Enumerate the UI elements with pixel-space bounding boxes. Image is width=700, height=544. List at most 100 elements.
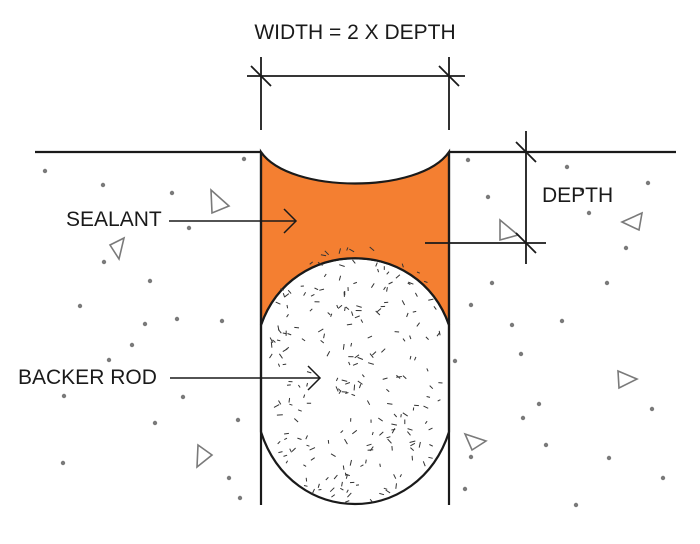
aggregate-dot <box>564 164 570 170</box>
foam-speck <box>412 310 417 313</box>
foam-speck <box>301 338 306 342</box>
foam-speck <box>402 375 407 380</box>
aggregate-dot <box>543 442 549 448</box>
aggregate-dot <box>235 417 241 423</box>
foam-speck <box>270 341 273 348</box>
depth-tick-bottom <box>515 232 537 254</box>
foam-speck <box>269 353 273 359</box>
foam-speck <box>372 351 377 356</box>
foam-speck <box>317 261 323 266</box>
aggregate-stone <box>108 236 126 262</box>
foam-speck <box>306 371 312 374</box>
foam-speck <box>379 463 381 467</box>
foam-speck <box>388 281 393 285</box>
foam-speck <box>277 363 281 367</box>
aggregate-dot <box>518 351 524 357</box>
foam-speck <box>342 343 345 350</box>
foam-speck <box>309 308 313 312</box>
foam-speck <box>345 473 350 477</box>
foam-speck <box>386 271 390 275</box>
foam-speck <box>361 374 365 378</box>
foam-speck <box>402 412 408 417</box>
foam-speck <box>353 281 358 285</box>
foam-speck <box>376 308 382 313</box>
foam-speck <box>354 354 360 359</box>
foam-speck <box>428 298 434 301</box>
aggregate-stone <box>463 432 488 452</box>
foam-speck <box>366 400 371 406</box>
foam-speck <box>426 396 431 398</box>
foam-speck <box>291 447 296 452</box>
aggregate-dot <box>649 406 655 412</box>
foam-speck <box>349 459 352 466</box>
foam-speck <box>426 368 429 372</box>
foam-speck <box>402 338 406 342</box>
aggregate-dot <box>606 455 612 461</box>
foam-speck <box>335 386 339 392</box>
foam-speck <box>385 489 391 494</box>
foam-speck <box>286 304 289 309</box>
foam-speck <box>303 292 307 296</box>
foam-speck <box>330 453 336 458</box>
foam-speck <box>357 356 364 360</box>
foam-speck <box>428 456 433 459</box>
foam-speck <box>297 409 302 412</box>
width-tick-left <box>250 65 272 87</box>
foam-speck <box>344 306 346 311</box>
foam-speck <box>303 394 306 398</box>
foam-speck <box>386 436 391 439</box>
foam-speck <box>386 388 390 393</box>
foam-speck <box>317 328 324 333</box>
aggregate-dot <box>61 393 67 399</box>
backer-rod-label: BACKER ROD <box>18 366 157 389</box>
foam-speck <box>418 441 421 448</box>
foam-speck <box>310 293 315 297</box>
foam-speck <box>365 459 367 464</box>
foam-speck <box>407 431 411 436</box>
foam-speck <box>293 418 299 423</box>
aggregate-stone <box>196 443 214 469</box>
aggregate-dot <box>573 502 579 508</box>
foam-speck <box>320 254 327 257</box>
foam-speck <box>375 262 378 267</box>
aggregate-dot <box>509 322 515 328</box>
foam-speck <box>382 377 388 380</box>
foam-speck <box>275 301 281 305</box>
foam-speck <box>330 313 333 317</box>
foam-speck <box>324 250 330 256</box>
foam-speck <box>379 492 385 496</box>
aggregate-dot <box>186 225 192 231</box>
foam-speck <box>383 286 386 291</box>
aggregate-dot <box>147 278 153 284</box>
concrete-aggregate <box>42 156 666 508</box>
foam-speck <box>283 293 290 298</box>
foam-speck <box>369 246 375 252</box>
foam-speck <box>325 476 329 481</box>
foam-speck <box>399 474 402 478</box>
foam-speck <box>323 333 325 339</box>
foam-speck <box>314 287 319 291</box>
foam-speck <box>269 337 274 344</box>
foam-speck <box>305 435 308 440</box>
concrete-outline <box>35 150 676 505</box>
foam-speck <box>339 264 345 267</box>
foam-speck <box>342 465 345 470</box>
foam-speck <box>278 451 283 454</box>
foam-speck <box>306 444 310 447</box>
foam-speck <box>278 400 282 405</box>
foam-speck <box>277 440 281 445</box>
foam-speck <box>378 417 383 422</box>
aggregate-dot <box>219 318 225 324</box>
foam-speck <box>391 423 397 426</box>
foam-speck <box>338 248 341 254</box>
foam-speck <box>353 384 356 391</box>
foam-speck <box>309 447 316 451</box>
foam-speck <box>360 319 364 323</box>
foam-speck <box>288 397 291 403</box>
foam-speck <box>282 363 287 366</box>
foam-speck <box>377 268 380 273</box>
foam-speck <box>285 346 290 350</box>
foam-speck <box>395 274 401 279</box>
foam-speck <box>297 384 301 388</box>
aggregate-dot <box>645 180 651 186</box>
